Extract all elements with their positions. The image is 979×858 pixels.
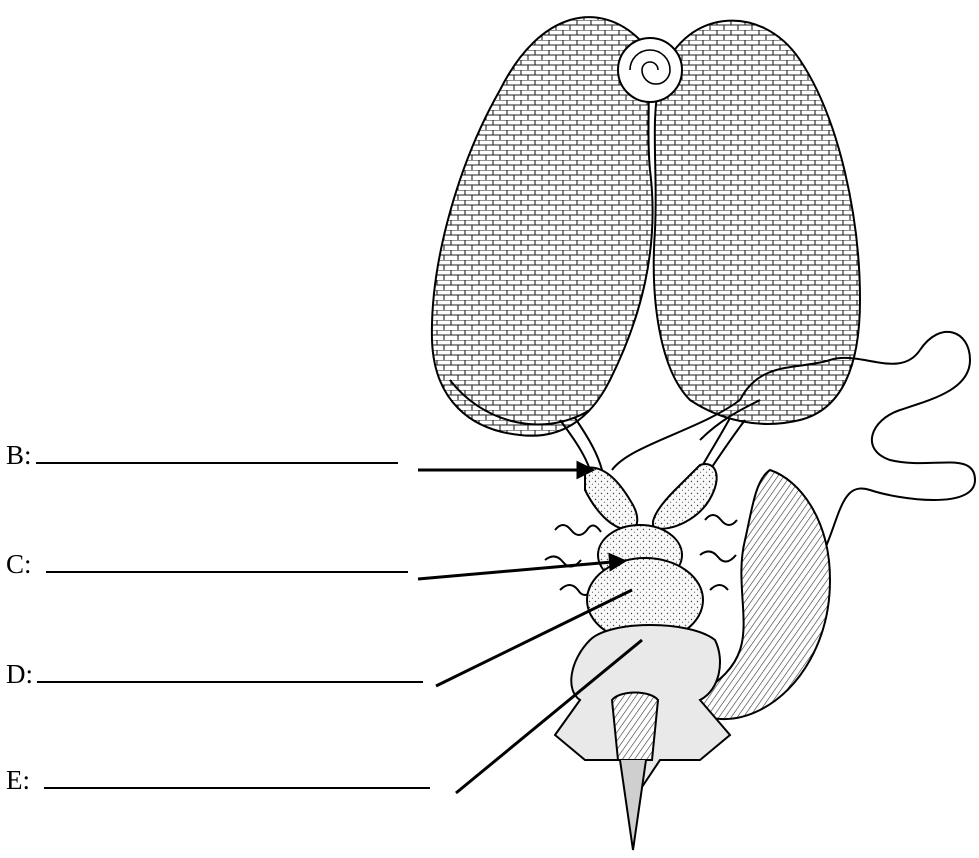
pointer-c [418, 562, 612, 579]
ovipositor-valves [612, 693, 658, 761]
left-oviduct-swelling [585, 467, 637, 530]
ovipositor-tip [620, 760, 646, 850]
right-ovary [618, 21, 860, 424]
